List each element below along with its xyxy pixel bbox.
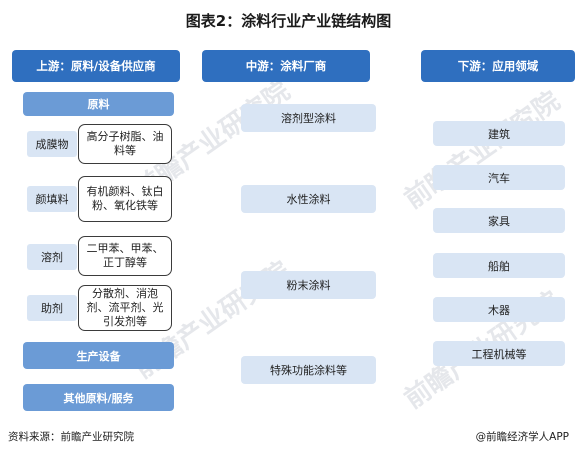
- page-title: 图表2：涂料行业产业链结构图: [185, 12, 392, 30]
- category-additive: 助剂: [27, 295, 77, 321]
- other-materials-box: 其他原料/服务: [23, 384, 174, 411]
- detail-solvent: 二甲苯、甲苯、正丁醇等: [78, 236, 172, 276]
- detail-additive: 分散剂、消泡剂、流平剂、光引发剂等: [78, 285, 172, 331]
- production-equipment-box: 生产设备: [23, 342, 174, 369]
- downstream-item-woodwork: 木器: [433, 297, 565, 322]
- downstream-item-automotive: 汽车: [433, 165, 565, 190]
- downstream-item-furniture: 家具: [433, 208, 565, 233]
- category-pigment-filler: 颜填料: [27, 186, 77, 212]
- raw-materials-label: 原料: [23, 92, 174, 116]
- downstream-item-ships: 船舶: [433, 253, 565, 278]
- detail-pigment-filler: 有机颜料、钛白粉、氧化铁等: [78, 176, 172, 222]
- midstream-header: 中游：涂料厂商: [202, 50, 370, 82]
- midstream-item-waterborne-coating: 水性涂料: [241, 185, 376, 213]
- downstream-item-construction-machinery: 工程机械等: [433, 341, 565, 366]
- midstream-item-solvent-coating: 溶剂型涂料: [241, 104, 376, 132]
- detail-film-former: 高分子树脂、油料等: [78, 124, 172, 164]
- category-solvent: 溶剂: [27, 244, 77, 270]
- brand-credit: @前瞻经济学人APP: [475, 431, 569, 443]
- category-film-former: 成膜物: [27, 131, 77, 157]
- upstream-header: 上游：原料/设备供应商: [12, 50, 180, 82]
- midstream-item-powder-coating: 粉末涂料: [241, 271, 376, 299]
- watermark: 前瞻产业研究院: [399, 86, 566, 216]
- midstream-item-special-coating: 特殊功能涂料等: [241, 356, 376, 384]
- downstream-header: 下游：应用领域: [421, 50, 575, 82]
- downstream-item-construction: 建筑: [433, 121, 565, 146]
- source-note: 资料来源：前瞻产业研究院: [8, 431, 134, 443]
